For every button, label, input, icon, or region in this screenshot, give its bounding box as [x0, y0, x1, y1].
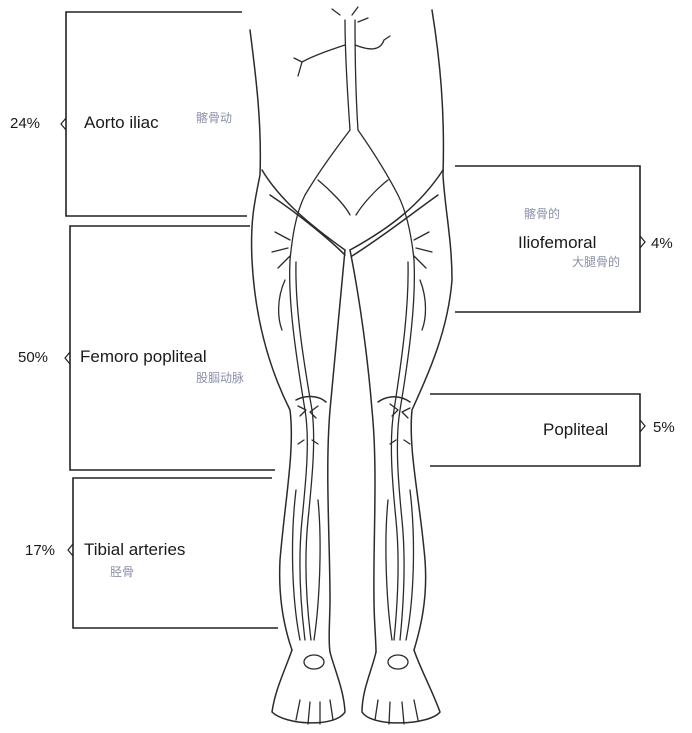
right-foot	[362, 650, 440, 723]
femoro-popliteal-label: Femoro popliteal	[80, 348, 207, 365]
popliteal-box	[430, 394, 640, 466]
tibial-label: Tibial arteries	[84, 541, 185, 558]
right-torso-edge	[411, 10, 452, 650]
left-torso-edge	[250, 30, 292, 650]
femoro-popliteal-percent: 50%	[18, 350, 48, 365]
iliofemoral-note-2: 大腿骨的	[572, 256, 620, 268]
tibial-note: 胫骨	[110, 566, 134, 578]
femoro-popliteal-note: 股腘动脉	[196, 372, 244, 384]
left-common-iliac	[290, 130, 350, 260]
popliteal-label: Popliteal	[543, 421, 608, 438]
aorto-iliac-label: Aorto iliac	[84, 114, 159, 131]
iliofemoral-note-1: 髂骨的	[524, 208, 560, 220]
aorta	[345, 20, 350, 130]
aorto-iliac-percent: 24%	[10, 116, 40, 131]
tibial-percent: 17%	[25, 543, 55, 558]
popliteal-percent: 5%	[653, 420, 675, 435]
aorto-iliac-note: 髂骨动	[196, 112, 232, 124]
iliofemoral-percent: 4%	[651, 236, 673, 251]
iliofemoral-label: Iliofemoral	[518, 234, 596, 251]
